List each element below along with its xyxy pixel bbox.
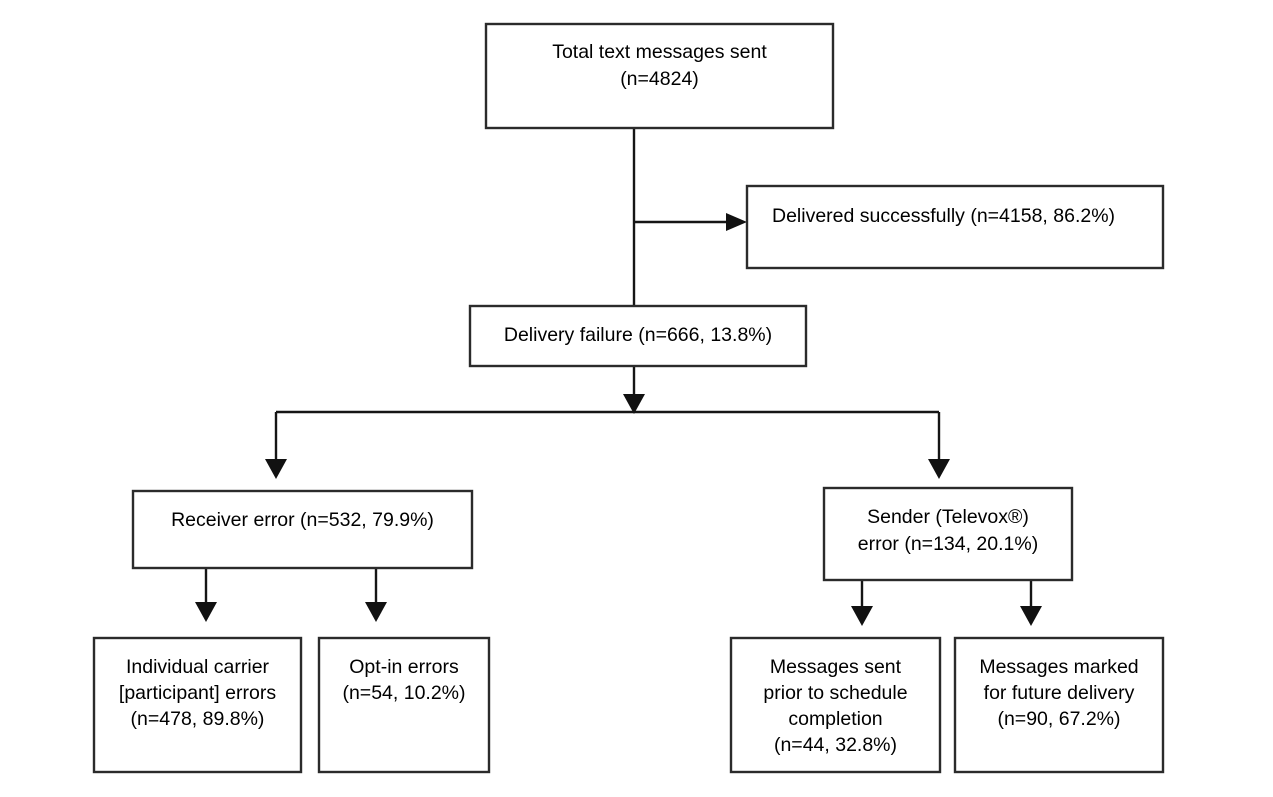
node-label-optin-errors-line2: (n=54, 10.2%) (342, 682, 465, 704)
node-label-sender-error-line2: error (n=134, 20.1%) (858, 533, 1038, 555)
node-label-optin-errors-line1: Opt-in errors (349, 656, 459, 678)
node-box-future-delivery (953, 636, 1165, 774)
node-label-prior-schedule-line1: Messages sent (770, 656, 902, 678)
arrowhead-sender-error (928, 459, 950, 479)
node-box-delivery-failure (468, 304, 808, 368)
node-label-delivery-failure: Delivery failure (n=666, 13.8%) (504, 324, 772, 346)
arrowhead-prior-schedule (851, 606, 873, 626)
connector-group (195, 128, 1042, 626)
node-box-carrier-errors (92, 636, 303, 774)
arrowhead-carrier-errors (195, 602, 217, 622)
node-delivered-successfully[interactable]: Delivered successfully (n=4158, 86.2%) (745, 184, 1165, 270)
node-label-carrier-errors-line2: [participant] errors (119, 682, 276, 704)
node-total-text-messages-sent[interactable]: Total text messages sent (n=4824) (484, 22, 835, 130)
node-label-carrier-errors-line3: (n=478, 89.8%) (131, 708, 265, 730)
node-label-future-delivery-line3: (n=90, 67.2%) (997, 708, 1120, 730)
node-label-prior-schedule-line4: (n=44, 32.8%) (774, 734, 897, 756)
node-label-receiver-error: Receiver error (n=532, 79.9%) (171, 509, 434, 531)
node-label-future-delivery-line2: for future delivery (984, 682, 1135, 704)
node-messages-future-delivery[interactable]: Messages marked for future delivery (n=9… (953, 636, 1165, 774)
node-box-delivered (745, 184, 1165, 270)
node-sender-televox-error[interactable]: Sender (Televox®) error (n=134, 20.1%) (822, 486, 1074, 582)
node-box-total-sent (484, 22, 835, 130)
node-receiver-error[interactable]: Receiver error (n=532, 79.9%) (131, 489, 474, 570)
arrowhead-receiver-error (265, 459, 287, 479)
node-label-carrier-errors-line1: Individual carrier (126, 656, 270, 678)
node-opt-in-errors[interactable]: Opt-in errors (n=54, 10.2%) (317, 636, 491, 774)
node-label-delivered: Delivered successfully (n=4158, 86.2%) (772, 205, 1115, 227)
arrowhead-optin-errors (365, 602, 387, 622)
arrowhead-delivered (726, 213, 747, 231)
arrowhead-future-delivery (1020, 606, 1042, 626)
node-label-future-delivery-line1: Messages marked (979, 656, 1138, 678)
node-box-sender-error (822, 486, 1074, 582)
node-box-receiver-error (131, 489, 474, 570)
node-individual-carrier-errors[interactable]: Individual carrier [participant] errors … (92, 636, 303, 774)
node-box-optin-errors (317, 636, 491, 774)
node-label-sender-error-line1: Sender (Televox®) (867, 506, 1029, 528)
node-box-prior-schedule (729, 636, 942, 774)
node-delivery-failure[interactable]: Delivery failure (n=666, 13.8%) (468, 304, 808, 368)
node-label-total-sent-line2: (n=4824) (620, 68, 699, 90)
node-label-total-sent-line1: Total text messages sent (552, 41, 767, 63)
node-label-prior-schedule-line2: prior to schedule (763, 682, 907, 704)
node-label-prior-schedule-line3: completion (788, 708, 882, 730)
node-messages-prior-to-schedule[interactable]: Messages sent prior to schedule completi… (729, 636, 942, 774)
arrowhead-delivery-failure-split (623, 394, 645, 414)
